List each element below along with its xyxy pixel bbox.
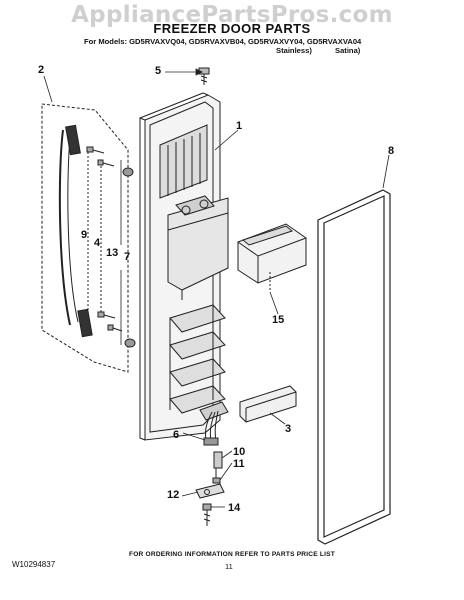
models-line: For Models: GD5RVAXVQ04, GD5RVAXVB04, GD… — [84, 37, 362, 46]
page-number: 11 — [225, 562, 233, 571]
leader-lines — [43, 68, 390, 508]
variant-label-stainless: Stainless) — [276, 46, 312, 55]
page-title: FREEZER DOOR PARTS — [153, 21, 311, 36]
callout-5: 5 — [155, 65, 162, 77]
callout-6: 6 — [173, 429, 180, 441]
handle-assembly-frame — [41, 103, 129, 373]
hinge-hardware — [195, 451, 225, 526]
door-assembly — [139, 92, 229, 441]
door-gasket — [317, 189, 391, 545]
handle-fasteners — [86, 146, 136, 348]
variant-label-satina: Satina) — [335, 46, 361, 55]
callout-11: 11 — [233, 458, 245, 470]
callout-2: 2 — [38, 64, 45, 76]
callout-8: 8 — [388, 145, 395, 157]
watermark-text: AppliancePartsPros.com — [71, 2, 393, 28]
wire-harness — [203, 410, 219, 446]
callout-10: 10 — [233, 446, 246, 458]
callout-3: 3 — [285, 423, 292, 435]
callout-7: 7 — [124, 251, 131, 263]
callout-14: 14 — [228, 502, 241, 514]
document-number: W10294837 — [12, 560, 56, 569]
callout-13: 13 — [106, 247, 119, 259]
callout-12: 12 — [167, 489, 180, 501]
callout-15: 15 — [272, 314, 285, 326]
handle — [58, 124, 93, 338]
callout-9: 9 — [81, 229, 88, 241]
shelf-rail — [239, 385, 297, 423]
ordering-note: FOR ORDERING INFORMATION REFER TO PARTS … — [129, 551, 335, 558]
door-bin — [237, 223, 307, 290]
callout-1: 1 — [236, 120, 243, 132]
callout-4: 4 — [94, 237, 101, 249]
top-screw — [198, 67, 210, 85]
